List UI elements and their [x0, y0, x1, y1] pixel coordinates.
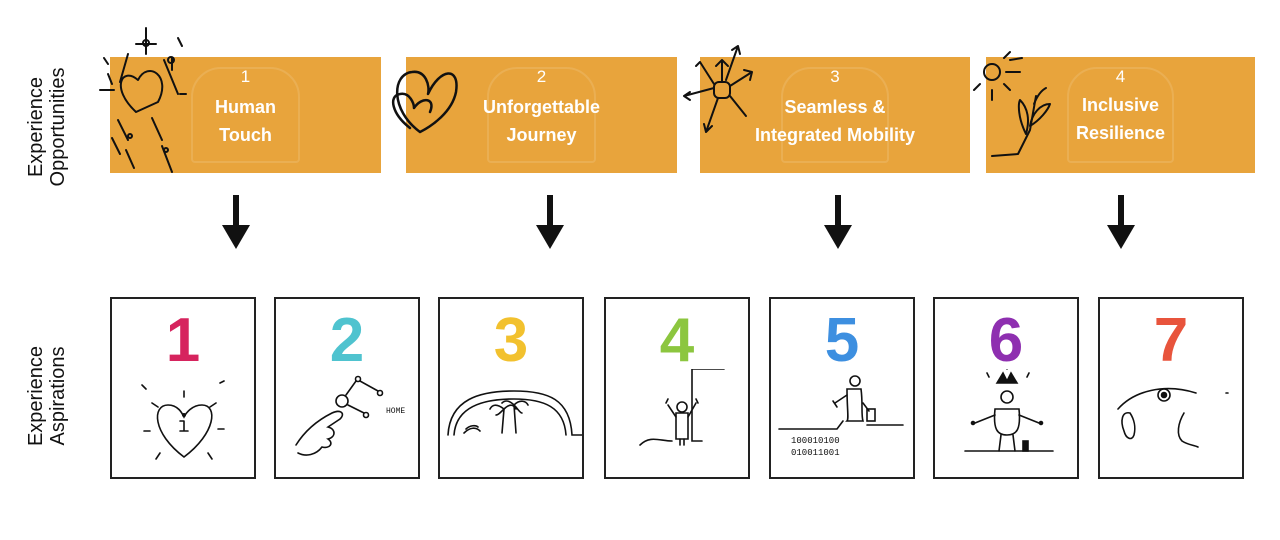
- title-line: Resilience: [1075, 123, 1166, 143]
- opportunity-title: Seamless & Integrated Mobility: [700, 93, 970, 149]
- human-touch-doodle-icon: [99, 27, 187, 173]
- title-line: Journey: [506, 125, 577, 145]
- title-line: Inclusive: [1081, 95, 1160, 115]
- binary-line: 010011001: [791, 448, 840, 458]
- label-line: Experience: [25, 345, 47, 447]
- aspiration-number: 6: [988, 306, 1024, 375]
- title-line: Human: [214, 97, 276, 117]
- connected-hub-doodle-icon: [683, 45, 753, 133]
- opportunity-number: 4: [1115, 67, 1126, 86]
- person-with-luggage-binary-sketch-icon: 100010100 010011001: [778, 375, 904, 458]
- aspiration-number: 1: [165, 306, 201, 375]
- dome-palm-trees-sketch-icon: [447, 390, 582, 436]
- opportunity-number: 2: [536, 67, 547, 86]
- sun-plant-doodle-icon: [973, 51, 1051, 157]
- label-line: Aspirations: [47, 346, 69, 446]
- title-line: Touch: [219, 125, 272, 145]
- opportunity-box-4: 4 Inclusive Resilience: [986, 57, 1255, 173]
- background-ornament: [487, 67, 596, 163]
- aspiration-card-5: 5 100010100 010011001: [769, 297, 915, 479]
- background-ornament: [781, 67, 889, 163]
- title-line: Seamless &: [784, 97, 886, 117]
- opportunity-number: 3: [830, 67, 840, 86]
- person-waving-sketch-icon: [639, 369, 725, 446]
- aspiration-number: 3: [493, 306, 529, 375]
- binary-line: 100010100: [791, 436, 840, 446]
- aspiration-card-6: 6: [933, 297, 1079, 479]
- title-line: Integrated Mobility: [754, 125, 915, 145]
- opportunity-title: Human Touch: [110, 93, 381, 149]
- face-profile-sketch-icon: [1117, 387, 1229, 448]
- aspiration-number: 7: [1153, 306, 1189, 375]
- aspiration-number: 4: [659, 306, 695, 375]
- opportunity-doodles: [99, 27, 1051, 173]
- two-hearts-doodle-icon: [391, 70, 458, 134]
- aspiration-card-4: 4: [604, 297, 750, 479]
- opportunity-number: 1: [240, 67, 251, 86]
- background-ornament: [1066, 67, 1175, 163]
- aspiration-card-2: 2 HOME: [274, 297, 420, 479]
- opportunity-title: Inclusive Resilience: [986, 91, 1255, 147]
- aspiration-card-3: 3: [438, 297, 584, 479]
- aspiration-card-1: 1: [110, 297, 256, 479]
- heart-info-sketch-icon: [141, 380, 225, 460]
- aspiration-number: 5: [824, 306, 860, 375]
- aspiration-card-7: 7: [1098, 297, 1244, 479]
- meditating-person-sketch-icon: [964, 369, 1054, 452]
- finger-tap-home-sketch-icon: HOME: [295, 375, 405, 456]
- experience-aspirations-label: Experience Aspirations: [25, 306, 69, 486]
- opportunity-box-2: 2 Unforgettable Journey: [406, 57, 677, 173]
- background-ornament: [191, 67, 300, 163]
- opportunity-title: Unforgettable Journey: [406, 93, 677, 149]
- title-line: Unforgettable: [483, 97, 600, 117]
- sketch-text-home: HOME: [386, 407, 405, 416]
- aspiration-number: 2: [329, 306, 365, 375]
- opportunity-box-1: 1 Human Touch: [110, 57, 381, 173]
